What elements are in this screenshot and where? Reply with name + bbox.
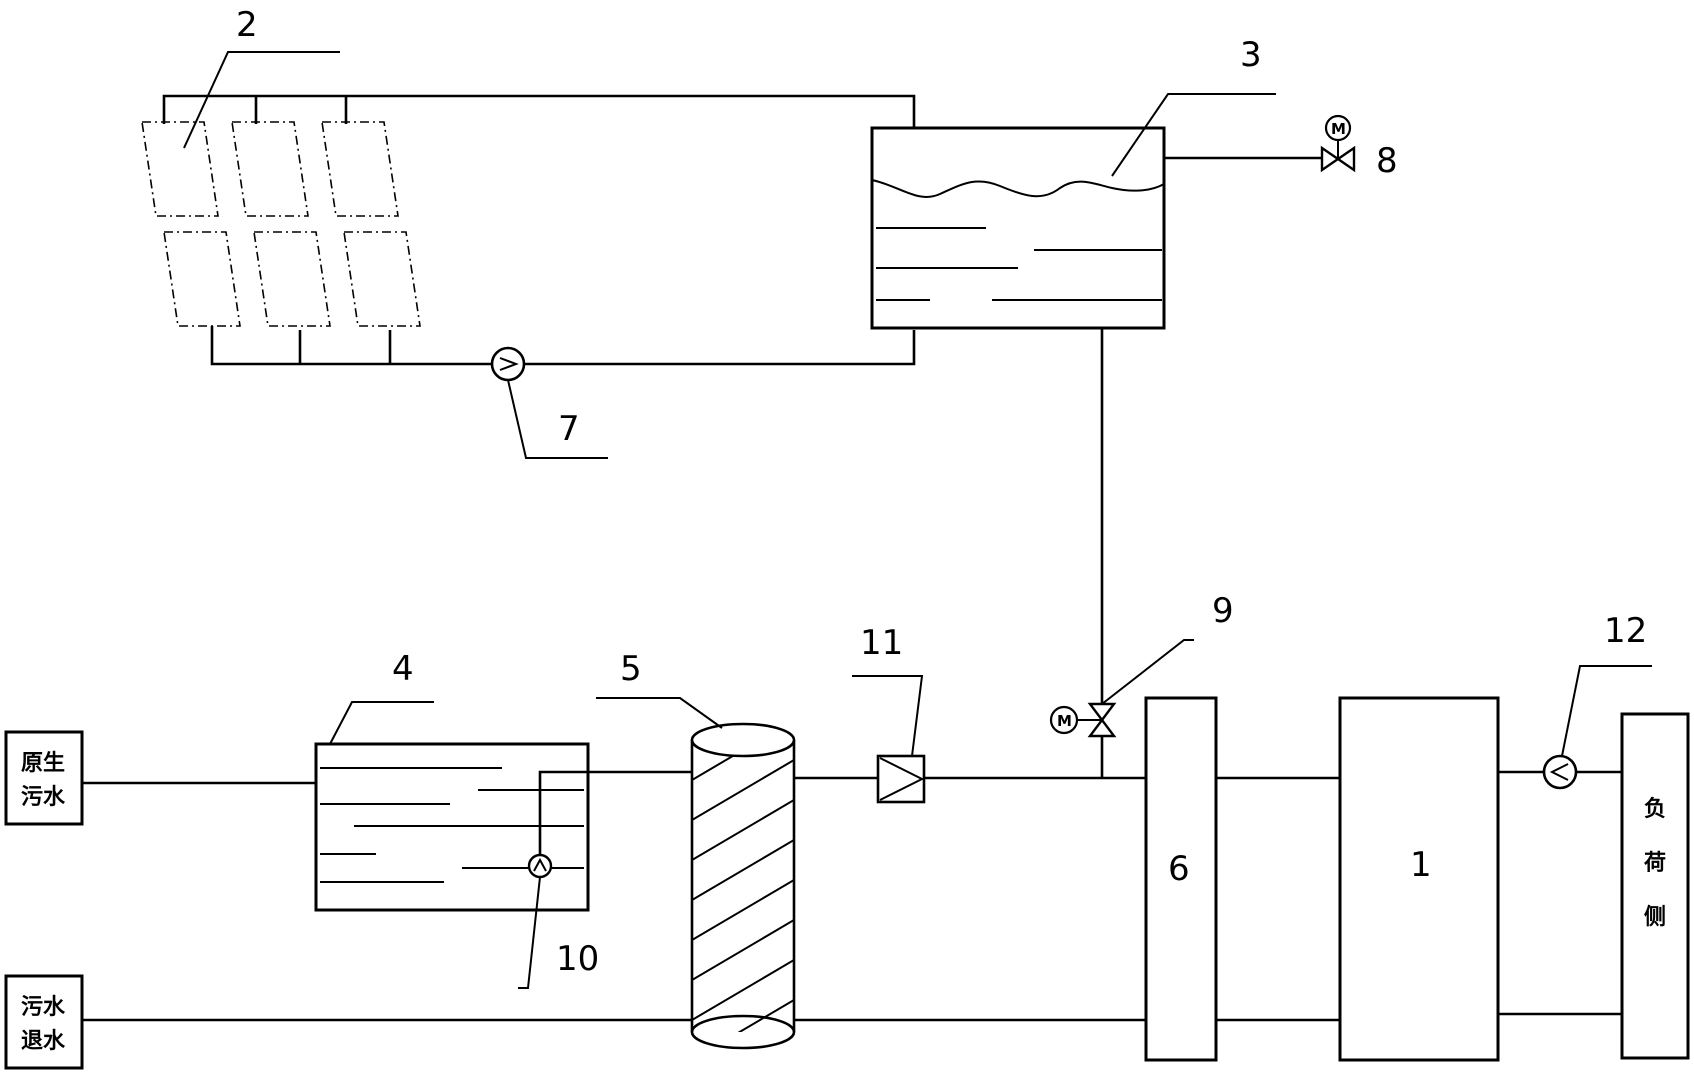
pump-arrow	[499, 357, 519, 371]
pump-outlet-pipe	[538, 770, 692, 864]
check-valve: 11	[852, 623, 926, 804]
load-side-char-1: 负	[1644, 797, 1666, 822]
pump-icon	[1542, 754, 1578, 790]
label-3: 3	[1240, 35, 1262, 75]
leader-line	[507, 379, 608, 459]
motorized-valve-8: M 8	[1320, 114, 1398, 181]
leader-line	[1111, 93, 1276, 177]
motor-symbol: M	[1057, 712, 1072, 730]
heat-pump-body	[1338, 696, 1500, 1062]
pump-arrow	[1549, 763, 1569, 781]
hot-water-tank: 3	[870, 35, 1322, 330]
sewage-return-box: 污水 退水	[4, 974, 84, 1070]
solar-panel	[163, 231, 241, 327]
load-side-char-3: 侧	[1644, 905, 1666, 930]
label-4: 4	[392, 649, 414, 689]
label-1: 1	[1410, 845, 1432, 885]
raw-sewage-label-line1: 原生	[21, 751, 65, 776]
label-6: 6	[1168, 849, 1190, 889]
label-12: 12	[1604, 611, 1647, 651]
motor-icon	[1324, 114, 1352, 142]
submersible-pump: 10	[518, 770, 692, 989]
raw-sewage-box: 原生 污水	[4, 730, 84, 826]
solar-supply-pipe	[162, 94, 916, 128]
filter-bottom	[690, 1014, 796, 1050]
leader-line	[329, 701, 434, 745]
label-2: 2	[236, 5, 258, 45]
solar-panel	[343, 231, 421, 327]
sewage-return-label-line1: 污水	[21, 995, 66, 1020]
valve-icon	[1087, 702, 1117, 722]
heat-pump-unit: 1	[1338, 696, 1500, 1062]
solar-panel	[321, 121, 399, 217]
label-5: 5	[620, 649, 642, 689]
heat-exchanger: 6	[1144, 696, 1218, 1062]
label-8: 8	[1376, 141, 1398, 181]
water-surface	[871, 179, 1165, 198]
motor-icon	[1049, 705, 1079, 735]
leader-line	[852, 675, 924, 757]
label-10: 10	[556, 939, 599, 979]
circulation-pump: 7	[490, 346, 608, 459]
leader-line	[1101, 639, 1194, 705]
raw-sewage-label-line2: 污水	[21, 785, 66, 810]
label-11: 11	[860, 623, 903, 663]
solar-collector-array: 2	[141, 5, 916, 366]
solar-return-pipe	[210, 326, 916, 366]
leader-line	[1561, 665, 1652, 757]
leader-line	[596, 697, 723, 729]
filter: 5	[596, 649, 796, 1050]
label-9: 9	[1212, 591, 1234, 631]
valve-icon	[1320, 145, 1341, 173]
check-valve-icon	[876, 754, 926, 804]
leader-line	[183, 51, 340, 149]
filter-top	[690, 722, 796, 758]
sewage-return-label-line2: 退水	[21, 1029, 66, 1054]
load-side-box: 负 荷 侧	[1620, 712, 1690, 1060]
exchanger-body	[1144, 696, 1218, 1062]
solar-panel	[253, 231, 331, 327]
load-side-char-2: 荷	[1644, 851, 1666, 876]
motorized-valve-9: M 9	[1049, 591, 1234, 738]
leader-line	[518, 876, 541, 989]
motor-symbol: M	[1331, 120, 1346, 138]
pump-icon	[490, 346, 526, 382]
load-pump: 12	[1542, 611, 1652, 790]
solar-panel	[141, 121, 219, 217]
label-7: 7	[558, 409, 580, 449]
solar-panel	[231, 121, 309, 217]
